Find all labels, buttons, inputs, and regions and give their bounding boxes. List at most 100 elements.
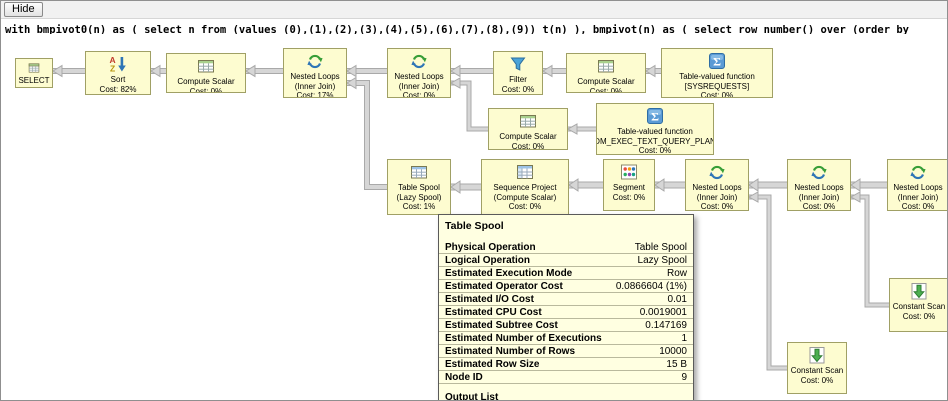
node-label: Cost: 17% [296,91,334,98]
tooltip-row-value: Table Spool [634,242,687,253]
node-label: Cost: 0% [902,311,936,321]
node-label: Constant Scan [892,302,946,311]
node-label: [DM_EXEC_TEXT_QUERY_PLAN] [596,136,714,146]
tooltip-output-list-label: Output List [445,392,499,401]
plan-node-sequence-project[interactable]: Sequence Project(Compute Scalar)Cost: 0% [481,159,569,215]
hide-button[interactable]: Hide [4,2,43,17]
tooltip-row-value: 10000 [659,346,687,357]
node-label: Cost: 1% [402,202,436,211]
tooltip-row-label: Estimated CPU Cost [445,307,542,318]
node-label: (Inner Join) [294,81,336,91]
tooltip-row-label: Estimated Execution Mode [445,268,573,279]
node-label: (Inner Join) [897,192,939,202]
nested-loops-icon [707,162,727,182]
svg-text:Σ: Σ [651,110,659,124]
segment-icon [619,162,639,182]
node-label: Cost: 0% [800,375,834,385]
query-text-bar[interactable]: with bmpivot0(n) as ( select n from (val… [1,19,947,34]
compute-scalar-icon [596,56,616,76]
node-label: Cost: 0% [638,146,672,155]
node-label: Cost: 0% [511,141,545,150]
table-valued-function-icon: Σ [645,106,665,126]
filter-icon [508,54,528,74]
tooltip-row-value: Lazy Spool [637,255,687,266]
plan-node-nested-loops-3[interactable]: Nested Loops(Inner Join)Cost: 0% [685,159,749,211]
node-label: [SYSREQUESTS] [684,81,750,91]
tooltip-title: Table Spool [445,220,504,232]
node-label: Table-valued function [679,72,755,81]
node-label: Cost: 0% [802,202,836,211]
tooltip-row-value: 9 [681,372,687,383]
tooltip-row: Estimated Number of Executions 1 [439,332,693,345]
nested-loops-icon [809,162,829,182]
node-label: Cost: 0% [612,192,646,202]
tooltip-row-value: 1 [681,333,687,344]
node-label: Filter [509,75,527,84]
plan-node-nested-loops-4[interactable]: Nested Loops(Inner Join)Cost: 0% [787,159,851,211]
constant-scan-icon [807,345,827,365]
node-label: Segment [612,183,646,192]
node-label: (Inner Join) [696,192,738,202]
plan-node-table-spool[interactable]: Table Spool(Lazy Spool)Cost: 1% [387,159,451,215]
node-label: SELECT [18,76,50,85]
node-label: Cost: 0% [589,86,623,93]
plan-node-nested-loops-2[interactable]: Nested Loops(Inner Join)Cost: 0% [387,48,451,98]
table-valued-function-icon: Σ [707,51,727,71]
node-label: (Compute Scalar) [493,192,557,202]
tooltip-row: Estimated Execution Mode Row [439,267,693,280]
tooltip-row-label: Estimated Number of Executions [445,333,602,344]
query-text: with bmpivot0(n) as ( select n from (val… [5,24,909,34]
operator-tooltip: Table Spool Physical Operation Table Spoo… [438,214,694,401]
compute-scalar-icon [196,56,216,76]
nested-loops-icon [409,51,429,71]
node-label: Compute Scalar [177,77,235,86]
tooltip-row-label: Logical Operation [445,255,531,266]
node-label: (Inner Join) [398,81,440,91]
table-spool-icon [409,162,429,182]
tooltip-row-label: Physical Operation [445,242,536,253]
toolbar: Hide [1,1,947,19]
node-label: Nested Loops [794,183,844,192]
tooltip-row-label: Estimated Subtree Cost [445,320,558,331]
plan-node-select[interactable]: SELECT [15,58,53,88]
plan-node-nested-loops-1[interactable]: Nested Loops(Inner Join)Cost: 17% [283,48,347,98]
plan-node-nested-loops-5[interactable]: Nested Loops(Inner Join)Cost: 0% [887,159,947,211]
tooltip-row: Physical Operation Table Spool [439,241,693,254]
node-label: Nested Loops [893,183,943,192]
nested-loops-icon [305,51,325,71]
node-label: Cost: 0% [901,202,935,211]
node-label: Cost: 0% [700,202,734,211]
node-label: Nested Loops [394,72,444,81]
nested-loops-icon [908,162,928,182]
node-label: Cost: 0% [189,86,223,93]
tooltip-row-label: Estimated I/O Cost [445,294,534,305]
svg-text:A: A [110,55,116,65]
svg-text:Σ: Σ [713,55,721,69]
compute-scalar-icon [518,111,538,131]
node-label: Table Spool [398,183,440,192]
node-label: Nested Loops [692,183,742,192]
tooltip-row-value: Row [666,268,687,279]
node-label: Cost: 82% [99,84,137,94]
node-label: (Inner Join) [798,192,840,202]
node-label: Cost: 0% [508,202,542,211]
result-icon [27,61,41,75]
node-label: Nested Loops [290,72,340,81]
